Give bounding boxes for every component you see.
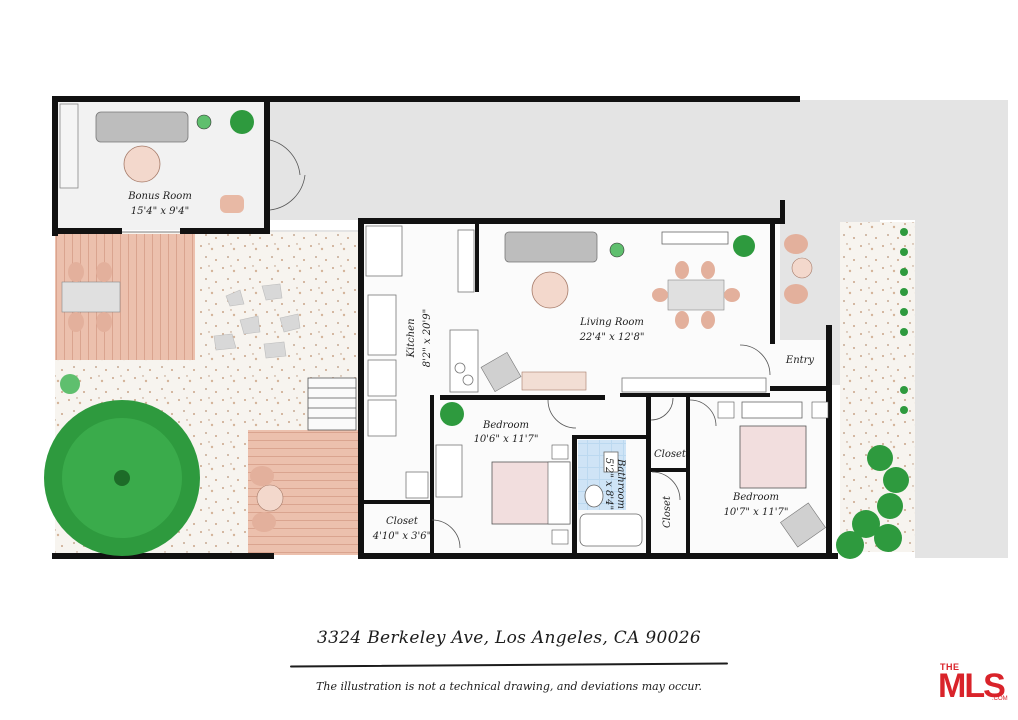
entry-floor xyxy=(770,340,832,390)
disclaimer: The illustration is not a technical draw… xyxy=(316,680,702,693)
bathroom-name: Bathroom xyxy=(615,458,626,509)
bedroom1-name: Bedroom xyxy=(482,420,529,431)
tree-large xyxy=(44,400,200,556)
living-furniture xyxy=(480,231,813,393)
property-address: 3324 Berkeley Ave, Los Angeles, CA 90026 xyxy=(317,628,701,648)
front-shrubs xyxy=(836,228,909,559)
bedroom2-name: Bedroom xyxy=(732,492,779,503)
bedroom1-dims: 10'6" x 11'7" xyxy=(474,434,539,445)
walls xyxy=(52,96,838,559)
bedroom2-dims: 10'7" x 11'7" xyxy=(724,507,789,518)
deck-furniture xyxy=(61,262,284,532)
bathroom-fixtures xyxy=(579,451,643,547)
bonus-furniture xyxy=(59,103,254,213)
bathroom-dims: 5'2" x 8'4" xyxy=(603,458,614,510)
stepping-stones xyxy=(213,283,301,359)
closet-top-name: Closet xyxy=(654,449,687,460)
living-room-name: Living Room xyxy=(579,317,644,328)
kitchen-name: Kitchen xyxy=(406,318,417,358)
doors xyxy=(122,139,771,549)
living-room-dims: 22'4" x 12'8" xyxy=(579,332,645,343)
bonus-room-dims: 15'4" x 9'4" xyxy=(131,206,190,217)
mls-logo: THE MLS .COM xyxy=(936,662,1008,706)
logo-mls: MLS xyxy=(938,667,1006,705)
closet-bottom-name: Closet xyxy=(386,516,419,527)
bedroom2-furniture xyxy=(717,401,829,548)
side-yard xyxy=(915,100,1008,558)
bonus-room-name: Bonus Room xyxy=(127,191,192,202)
logo-the: THE xyxy=(940,662,960,672)
closet-bottom-dims: 4'10" x 3'6" xyxy=(372,531,432,542)
bedroom1-furniture xyxy=(435,402,571,545)
driveway xyxy=(270,100,915,220)
entry-name: Entry xyxy=(785,355,815,366)
closet-side-name: Closet xyxy=(662,495,673,528)
kitchen-dims: 8'2" x 20'9" xyxy=(422,309,433,368)
logo-com: .COM xyxy=(992,696,1008,702)
small-shrub xyxy=(60,374,80,394)
kitchen-fixtures xyxy=(365,225,479,499)
stairs xyxy=(307,377,357,431)
